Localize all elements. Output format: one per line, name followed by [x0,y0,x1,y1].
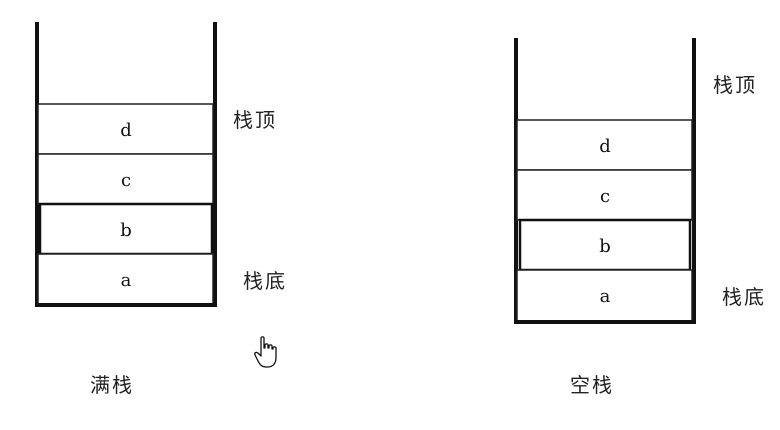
hand-cursor-icon [254,336,277,368]
empty-stack-cell-d-label: d [599,136,611,157]
empty-stack-cell-c-label: c [600,186,610,207]
empty-stack-cell-b [518,218,692,272]
full-stack-top-label: 栈顶 [233,108,277,132]
empty-stack-bottom-label: 栈底 [722,285,766,309]
empty-stack-cell-a-label: a [600,286,611,307]
full-stack-cell-c [37,153,214,205]
full-stack-cell-a [37,253,214,305]
full-stack-bottom-label: 栈底 [243,269,287,293]
full-stack-title: 满栈 [90,373,134,397]
empty-stack-title: 空栈 [570,373,614,397]
empty-stack-top-label: 栈顶 [713,73,757,97]
empty-stack: d c b a 栈顶 栈底 空栈 [514,38,766,397]
full-stack-cell-c-label: c [121,170,131,191]
empty-stack-cell-b-label: b [599,236,611,257]
full-stack: d c b a 栈顶 栈底 满栈 [35,22,287,397]
full-stack-cell-b-label: b [120,220,132,241]
full-stack-cell-a-label: a [121,270,132,291]
full-stack-cell-d-label: d [120,120,132,141]
empty-stack-cell-a [516,269,693,322]
